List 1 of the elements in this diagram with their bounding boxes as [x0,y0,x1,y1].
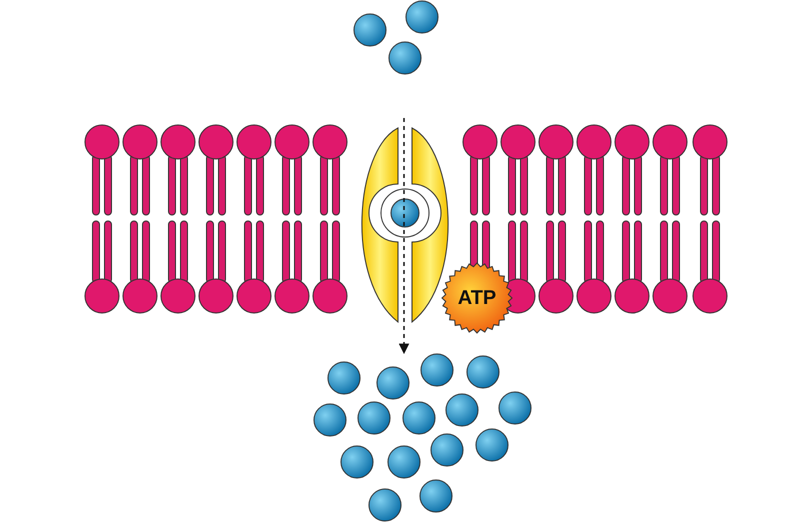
atp-starburst: ATP [441,262,513,334]
